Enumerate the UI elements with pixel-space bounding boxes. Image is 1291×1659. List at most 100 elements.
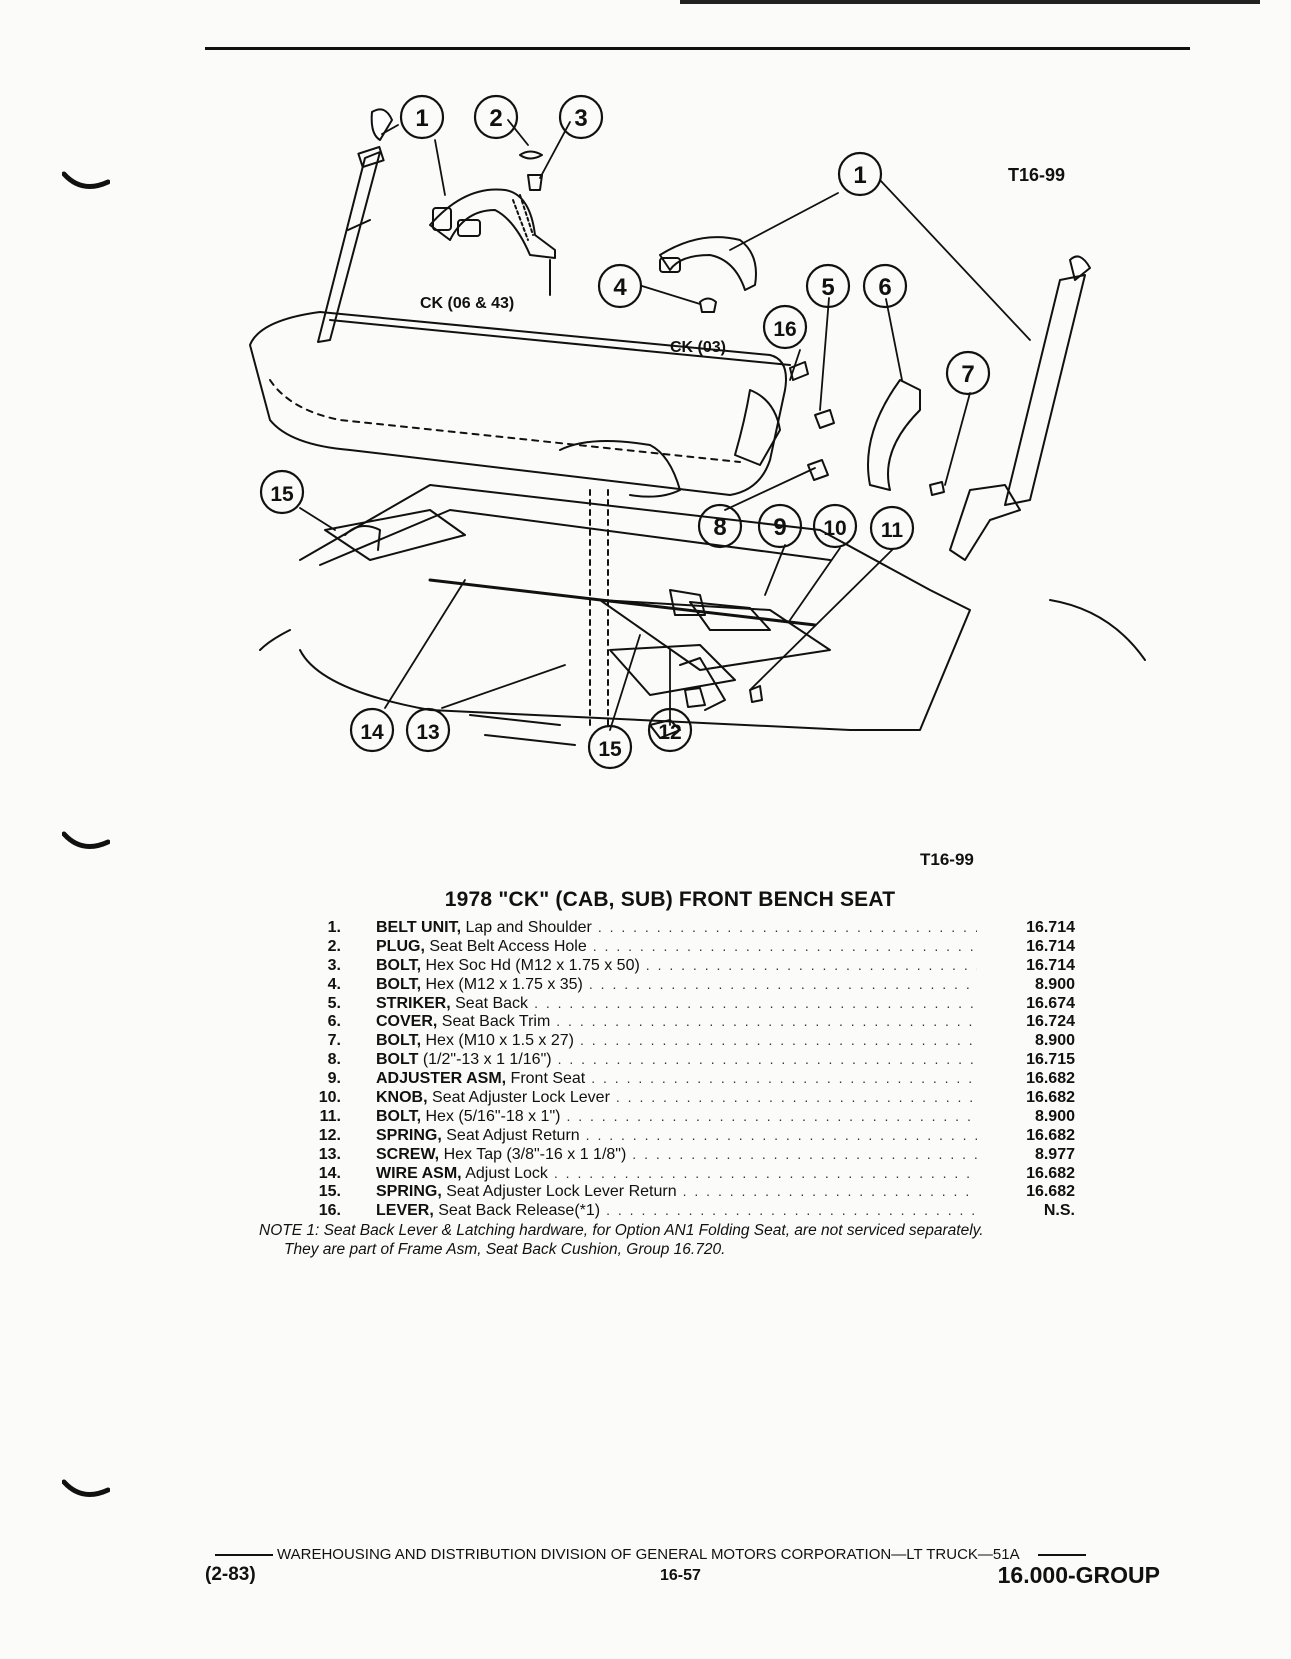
footer-dash-right (1037, 1553, 1086, 1556)
parts-row: 14.WIRE ASM, Adjust Lock. . . . . . . . … (265, 1164, 1075, 1183)
part-name: BOLT, (376, 1032, 422, 1050)
part-number: 6. (327, 1013, 341, 1031)
parts-row: 4.BOLT, Hex (M12 x 1.75 x 35). . . . . .… (265, 975, 1075, 994)
dot-leader: . . . . . . . . . . . . . . . . . . . . … (645, 956, 977, 973)
exploded-seat-diagram: 1 2 3 1 4 16 5 6 7 15 8 9 10 11 14 13 15… (249, 94, 1146, 770)
part-number: 9. (327, 1070, 341, 1088)
part-group: 16.714 (1026, 956, 1075, 974)
part-number: 2. (327, 937, 341, 955)
part-group: 16.715 (1026, 1051, 1075, 1069)
dot-leader: . . . . . . . . . . . . . . . . . . . . … (534, 994, 977, 1011)
callout-15b: 15 (598, 738, 622, 761)
footer-division-line: WAREHOUSING AND DISTRIBUTION DIVISION OF… (215, 1546, 1165, 1563)
part-description: BOLT, Hex (M12 x 1.75 x 35) (376, 976, 583, 995)
part-group: 16.682 (1026, 1089, 1075, 1107)
footer-group: 16.000-GROUP (997, 1562, 1160, 1588)
callout-10: 10 (823, 517, 846, 540)
binder-hole-mark (62, 171, 110, 189)
callout-5: 5 (821, 274, 834, 301)
part-group: 8.977 (1034, 1145, 1075, 1163)
seat-back-hinge-drawing (734, 361, 945, 496)
part-group: 16.724 (1026, 1013, 1075, 1031)
dot-leader: . . . . . . . . . . . . . . . . . . . . … (591, 1070, 977, 1087)
part-name: SPRING, (376, 1183, 442, 1201)
part-group: 16.674 (1026, 994, 1075, 1012)
part-name: SCREW, (376, 1145, 440, 1163)
part-description: BOLT, Hex Soc Hd (M12 x 1.75 x 50) (376, 957, 640, 976)
seat-cushion-drawing (249, 311, 791, 498)
parts-row: 3. BOLT, Hex Soc Hd (M12 x 1.75 x 50) . . … (265, 956, 1075, 975)
parts-row: 15. SPRING, Seat Adjuster Lock Lever Retu… (265, 1182, 1075, 1201)
callout-11: 11 (881, 519, 904, 542)
part-detail: Front Seat (510, 1070, 586, 1088)
part-description: STRIKER, Seat Back (376, 995, 528, 1014)
part-detail: (1/2"-13 x 1 1/16") (422, 1051, 552, 1069)
part-name: WIRE ASM, (376, 1164, 462, 1182)
part-detail: Seat Back (455, 994, 529, 1012)
callout-4: 4 (613, 274, 627, 301)
callout-15: 15 (270, 483, 294, 506)
dot-leader: . . . . . . . . . . . . . . . . . . . . … (557, 1051, 977, 1068)
part-number: 13. (318, 1145, 341, 1163)
parts-row: 2.PLUG, Seat Belt Access Hole. . . . . .… (265, 937, 1075, 956)
dot-leader: . . . . . . . . . . . . . . . . . . . . … (632, 1145, 977, 1162)
part-number: 7. (327, 1032, 341, 1050)
part-name: BOLT, (376, 1107, 422, 1125)
parts-row: 8.BOLT (1/2"-13 x 1 1/16"). . . . . . . … (265, 1050, 1075, 1069)
part-group: 16.714 (1026, 937, 1075, 955)
part-description: SPRING, Seat Adjuster Lock Lever Return (376, 1183, 677, 1202)
part-detail: Seat Adjust Return (446, 1126, 580, 1144)
part-number: 4. (327, 975, 341, 993)
part-description: BOLT (1/2"-13 x 1 1/16") (376, 1051, 552, 1070)
part-detail: Seat Back Release(*1) (438, 1202, 601, 1220)
callout-2: 2 (489, 105, 502, 132)
parts-row: 6.COVER, Seat Back Trim. . . . . . . . .… (265, 1012, 1075, 1031)
part-name: COVER, (376, 1013, 438, 1031)
right-seat-belt-drawing (949, 255, 1091, 561)
part-group: 16.682 (1026, 1070, 1075, 1088)
parts-row: 11.BOLT, Hex (5/16"-18 x 1"). . . . . . … (265, 1107, 1075, 1126)
dot-leader: . . . . . . . . . . . . . . . . . . . . … (606, 1202, 977, 1219)
part-detail: Seat Adjuster Lock Lever (432, 1089, 610, 1107)
part-description: COVER, Seat Back Trim (376, 1013, 550, 1032)
part-number: 1. (327, 919, 341, 936)
seat-belt-harness-drawing (429, 188, 556, 296)
part-group: 8.900 (1034, 1107, 1075, 1125)
part-group: 16.682 (1026, 1183, 1075, 1201)
plug-and-bolt-drawing (519, 150, 543, 191)
callout-9: 9 (773, 514, 786, 541)
callout-1: 1 (415, 105, 428, 132)
callout-14: 14 (360, 721, 384, 744)
dot-leader: . . . . . . . . . . . . . . . . . . . . … (553, 1164, 977, 1181)
parts-row: 1.BELT UNIT, Lap and Shoulder. . . . . .… (265, 918, 1075, 937)
dot-leader: . . . . . . . . . . . . . . . . . . . . … (585, 1126, 977, 1143)
leader-lines (299, 119, 1031, 731)
part-number: 5. (327, 994, 341, 1012)
part-detail: Hex (M10 x 1.5 x 27) (425, 1032, 574, 1050)
footer-page-number: 16-57 (660, 1567, 701, 1584)
part-detail: Lap and Shoulder (465, 919, 592, 936)
part-number: 14. (318, 1164, 341, 1182)
part-name: SPRING, (376, 1126, 442, 1144)
part-detail: Hex (M12 x 1.75 x 35) (425, 975, 583, 993)
part-name: KNOB, (376, 1089, 428, 1107)
page-title: 1978 "CK" (CAB, SUB) FRONT BENCH SEAT (444, 888, 896, 911)
part-number: 15. (318, 1183, 341, 1201)
footer-date: (2-83) (205, 1564, 256, 1585)
header-rule (205, 47, 1190, 50)
footnote-line-1: NOTE 1: Seat Back Lever & Latching hardw… (259, 1222, 984, 1239)
part-detail: Hex Tap (3/8"-16 x 1 1/8") (443, 1145, 627, 1163)
part-name: BOLT, (376, 956, 422, 974)
part-description: ADJUSTER ASM, Front Seat (376, 1070, 585, 1089)
callout-8: 8 (713, 514, 726, 541)
part-number: 3. (327, 956, 341, 974)
part-detail: Seat Belt Access Hole (429, 937, 587, 955)
dot-leader: . . . . . . . . . . . . . . . . . . . . … (579, 1032, 977, 1049)
label-ck-03: CK (03) (670, 339, 726, 356)
floor-and-seat-adjuster-drawing (259, 484, 1146, 746)
footer-dash-left (215, 1553, 273, 1556)
footer-division-text: WAREHOUSING AND DISTRIBUTION DIVISION OF… (277, 1546, 1020, 1563)
right-harness-drawing (659, 236, 757, 313)
callout-circles (259, 94, 991, 770)
parts-row: 5. STRIKER, Seat Back . . . . . . . . . . … (265, 994, 1075, 1013)
